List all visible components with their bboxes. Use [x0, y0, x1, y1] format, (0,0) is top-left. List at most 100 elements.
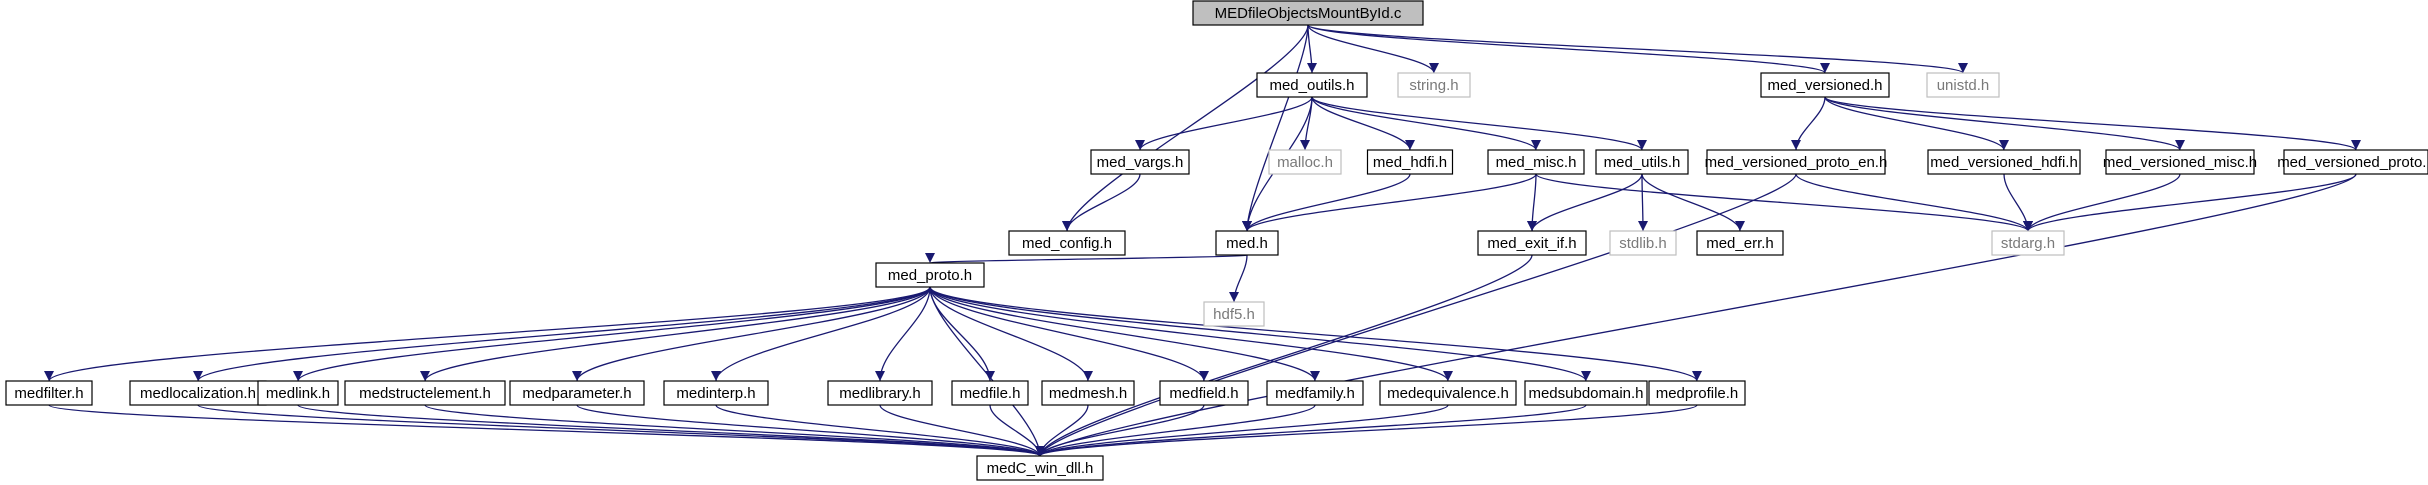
node-med-hdfi[interactable]: med_hdfi.h: [1366, 149, 1454, 175]
edge-med_proto-to-medlocalization: [193, 286, 931, 382]
node-label: stdarg.h: [2001, 235, 2055, 252]
node-box: [1366, 149, 1454, 175]
node-box: [1926, 72, 2000, 98]
node-medmesh[interactable]: medmesh.h: [1041, 380, 1135, 406]
node-label: med_utils.h: [1604, 154, 1681, 171]
node-label: medinterp.h: [676, 385, 755, 402]
node-medlibrary[interactable]: medlibrary.h: [827, 380, 933, 406]
edge-med_versioned_proto-to-medC_win_dll: [1035, 173, 2357, 457]
node-label: med_config.h: [1022, 235, 1112, 252]
edge-med_outils-to-med_hdfi: [1311, 96, 1415, 151]
edge-med_proto-to-medC_win_dll: [929, 286, 1045, 457]
node-med-utils[interactable]: med_utils.h: [1595, 149, 1689, 175]
node-med[interactable]: med.h: [1215, 230, 1279, 256]
node-medfamily[interactable]: medfamily.h: [1266, 380, 1364, 406]
node-medlink[interactable]: medlink.h: [257, 380, 339, 406]
node-med-exit-if[interactable]: med_exit_if.h: [1477, 230, 1587, 256]
node-medfield[interactable]: medfield.h: [1159, 380, 1249, 406]
node-root[interactable]: MEDfileObjectsMountById.c: [1192, 0, 1424, 26]
node-medfilter[interactable]: medfilter.h: [5, 380, 93, 406]
node-box: [2105, 149, 2255, 175]
node-stdlib[interactable]: stdlib.h: [1609, 230, 1677, 256]
node-medinterp[interactable]: medinterp.h: [663, 380, 769, 406]
node-medstructelement[interactable]: medstructelement.h: [344, 380, 506, 406]
node-label: med_versioned_hdfi.h: [1930, 154, 2078, 171]
node-box: [1090, 149, 1190, 175]
node-label: medfile.h: [960, 385, 1021, 402]
edge-medfilter-to-medC_win_dll: [48, 404, 1045, 457]
edge-root-to-med_outils: [1306, 24, 1317, 74]
node-box: [344, 380, 506, 406]
edge-med_outils-to-med_vargs: [1135, 96, 1313, 151]
node-malloc[interactable]: malloc.h: [1268, 149, 1342, 175]
node-label: med.h: [1226, 235, 1268, 252]
node-medparameter[interactable]: medparameter.h: [509, 380, 645, 406]
node-box: [5, 380, 93, 406]
edge-med_proto-to-medlink: [293, 286, 931, 382]
node-med-proto[interactable]: med_proto.h: [875, 262, 985, 288]
node-label: med_versioned_misc.h: [2103, 154, 2257, 171]
node-med-versioned-misc[interactable]: med_versioned_misc.h: [2103, 149, 2257, 175]
node-label: medfield.h: [1169, 385, 1238, 402]
edge-med_utils-to-stdlib: [1637, 173, 1648, 232]
node-medlocalization[interactable]: medlocalization.h: [129, 380, 267, 406]
node-label: MEDfileObjectsMountById.c: [1215, 5, 1402, 22]
node-box: [509, 380, 645, 406]
node-med-misc[interactable]: med_misc.h: [1487, 149, 1585, 175]
node-med-versioned[interactable]: med_versioned.h: [1760, 72, 1890, 98]
edge-med_versioned-to-med_versioned_hdfi: [1824, 96, 2009, 151]
node-label: medequivalence.h: [1387, 385, 1509, 402]
node-medC-win-dll[interactable]: medC_win_dll.h: [976, 455, 1104, 481]
node-med-versioned-proto[interactable]: med_versioned_proto.h: [2277, 149, 2428, 175]
node-label: hdf5.h: [1213, 306, 1255, 323]
node-box: [2283, 149, 2428, 175]
node-label: med_versioned.h: [1767, 77, 1882, 94]
node-label: medparameter.h: [522, 385, 631, 402]
node-string[interactable]: string.h: [1397, 72, 1471, 98]
node-stdarg[interactable]: stdarg.h: [1991, 230, 2065, 256]
node-label: med_misc.h: [1496, 154, 1577, 171]
node-box: [1203, 301, 1265, 327]
node-box: [1266, 380, 1364, 406]
node-hdf5[interactable]: hdf5.h: [1203, 301, 1265, 327]
node-label: medprofile.h: [1656, 385, 1739, 402]
node-box: [1927, 149, 2081, 175]
node-box: [976, 455, 1104, 481]
edge-med_proto-to-medfamily: [929, 286, 1320, 382]
node-med-versioned-hdfi[interactable]: med_versioned_hdfi.h: [1927, 149, 2081, 175]
node-box: [1397, 72, 1471, 98]
edge-med_versioned_misc-to-stdarg: [2023, 173, 2181, 232]
edge-medstructelement-to-medC_win_dll: [424, 404, 1045, 457]
edge-medequivalence-to-medC_win_dll: [1035, 404, 1449, 457]
node-label: med_proto.h: [888, 267, 972, 284]
node-label: medlocalization.h: [140, 385, 256, 402]
node-medfile[interactable]: medfile.h: [951, 380, 1029, 406]
node-unistd[interactable]: unistd.h: [1926, 72, 2000, 98]
node-box: [1215, 230, 1279, 256]
edge-medinterp-to-medC_win_dll: [715, 404, 1045, 457]
edge-med_proto-to-medmesh: [929, 286, 1093, 382]
edge-med_proto-to-medequivalence: [929, 286, 1453, 382]
node-medsubdomain[interactable]: medsubdomain.h: [1524, 380, 1648, 406]
edge-med_misc-to-med_exit_if: [1527, 173, 1538, 232]
edge-root-to-string: [1307, 24, 1439, 74]
node-medprofile[interactable]: medprofile.h: [1648, 380, 1746, 406]
edge-root-to-med: [1242, 24, 1309, 232]
node-med-vargs[interactable]: med_vargs.h: [1090, 149, 1190, 175]
node-box: [1706, 149, 1886, 175]
node-med-versioned-proto-en[interactable]: med_versioned_proto_en.h: [1705, 149, 1888, 175]
edge-med_versioned-to-med_versioned_misc: [1824, 96, 2185, 151]
node-label: medC_win_dll.h: [987, 460, 1094, 477]
node-med-err[interactable]: med_err.h: [1696, 230, 1784, 256]
node-label: malloc.h: [1277, 154, 1333, 171]
node-medequivalence[interactable]: medequivalence.h: [1379, 380, 1517, 406]
node-box: [1609, 230, 1677, 256]
node-label: unistd.h: [1937, 77, 1990, 94]
node-med-config[interactable]: med_config.h: [1008, 230, 1126, 256]
node-med-outils[interactable]: med_outils.h: [1256, 72, 1368, 98]
edge-root-to-med_config: [1062, 24, 1309, 232]
edge-med_vargs-to-med_config: [1062, 173, 1141, 232]
edge-med_proto-to-medsubdomain: [929, 286, 1591, 382]
node-label: med_outils.h: [1269, 77, 1354, 94]
node-box: [257, 380, 339, 406]
